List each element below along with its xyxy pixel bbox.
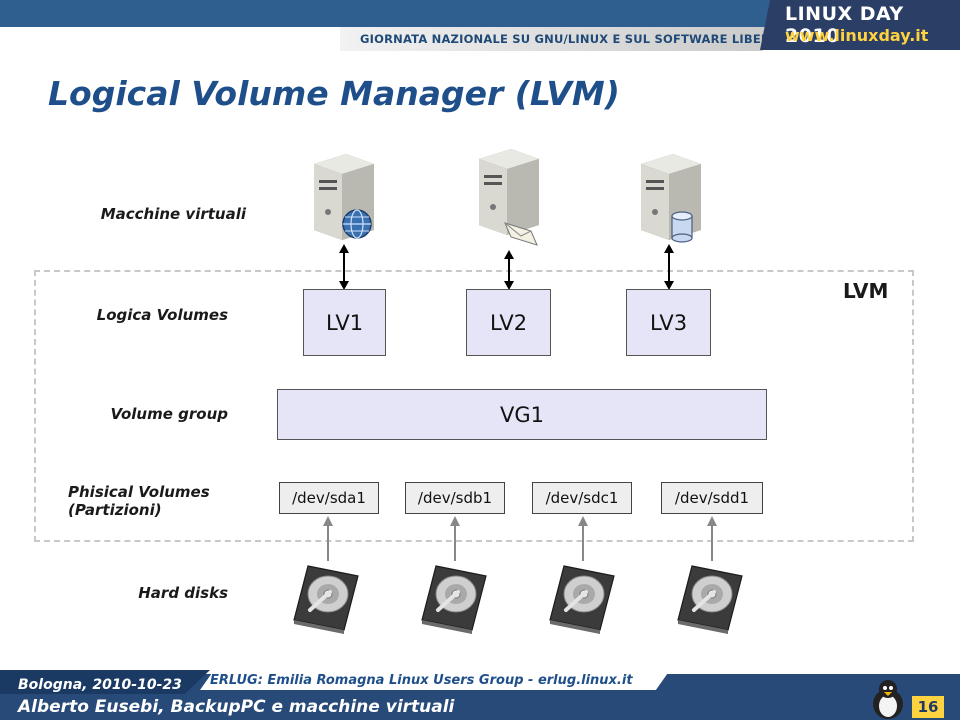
vm1-lv1-arrow [339, 244, 349, 290]
server-database-icon [641, 154, 701, 243]
lvm-label: LVM [843, 279, 889, 303]
logical-volume-lv2: LV2 [466, 289, 551, 356]
hd-row-label: Hard disks [138, 584, 228, 602]
vm2-lv2-arrow [504, 250, 514, 290]
disk3-pv-arrow [578, 516, 588, 561]
header-bar: GIORNATA NAZIONALE SU GNU/LINUX E SUL SO… [0, 0, 960, 58]
physical-volume-sdd1: /dev/sdd1 [661, 482, 763, 514]
hard-disk-icon [293, 565, 359, 634]
linuxday-logo [760, 0, 960, 50]
disk4-pv-arrow [707, 516, 717, 561]
lvm-container [34, 270, 914, 542]
pv-row-label-line1: Phisical Volumes [68, 483, 210, 501]
logo-title: LINUX DAY 2010 [785, 3, 904, 47]
server-globe-icon [314, 154, 374, 240]
logical-volume-lv1: LV1 [303, 289, 386, 356]
pv-row-label: Phisical Volumes (Partizioni) [30, 483, 230, 519]
vm3-lv3-arrow [664, 244, 674, 290]
footer-group: ERLUG: Emilia Romagna Linux Users Group … [210, 673, 633, 688]
server-mail-icon [479, 149, 539, 246]
logical-volume-lv3: LV3 [626, 289, 711, 356]
footer-author: Alberto Eusebi, BackupPC e macchine virt… [18, 697, 455, 717]
volume-group-vg1: VG1 [277, 389, 767, 440]
slide-title: Logical Volume Manager (LVM) [48, 74, 620, 113]
physical-volume-sda1: /dev/sda1 [279, 482, 379, 514]
page-number: 16 [912, 696, 944, 718]
footer-date: Bologna, 2010-10-23 [18, 677, 182, 693]
physical-volume-sdc1: /dev/sdc1 [532, 482, 632, 514]
disk1-pv-arrow [323, 516, 333, 561]
disk2-pv-arrow [450, 516, 460, 561]
physical-volume-sdb1: /dev/sdb1 [405, 482, 505, 514]
header-subtitle: GIORNATA NAZIONALE SU GNU/LINUX E SUL SO… [360, 32, 780, 46]
logo-url: www.linuxday.it [785, 26, 929, 45]
lv-row-label: Logica Volumes [96, 306, 228, 324]
tux-penguin-icon [873, 680, 903, 719]
pv-row-label-line2: (Partizioni) [68, 501, 162, 519]
hard-disk-icon [549, 565, 615, 634]
hard-disk-icon [677, 565, 743, 634]
vg-row-label: Volume group [110, 405, 228, 423]
footer-bar: Bologna, 2010-10-23 ERLUG: Emilia Romagn… [0, 664, 960, 720]
hard-disk-icon [421, 565, 487, 634]
vm-row-label: Macchine virtuali [100, 205, 246, 223]
